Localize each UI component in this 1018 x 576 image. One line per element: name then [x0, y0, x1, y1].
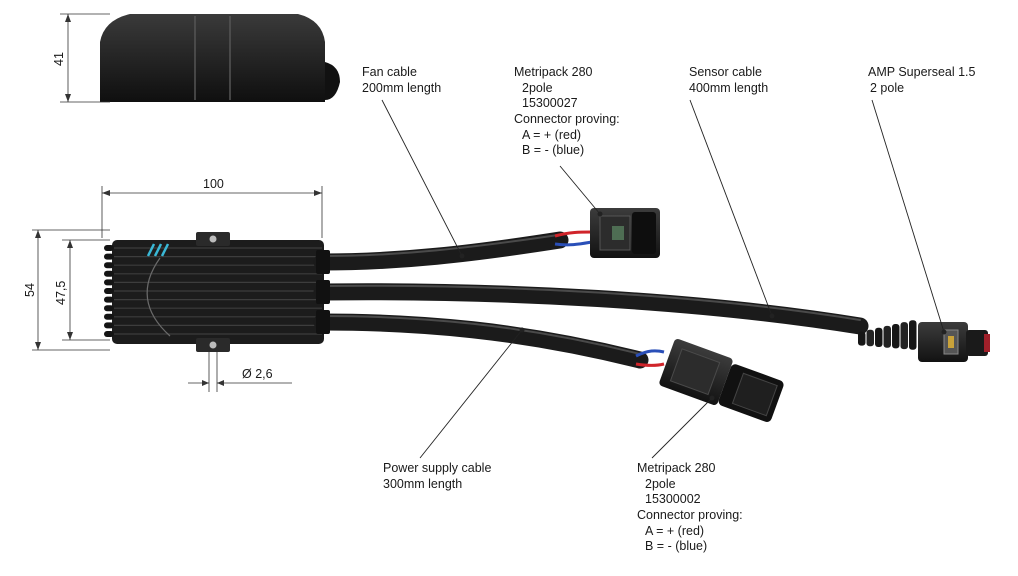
fin-end	[104, 305, 114, 312]
svg-text:Metripack 280: Metripack 280	[637, 461, 716, 475]
housing-inner-curve	[146, 257, 171, 337]
dimension-100: 100	[101, 177, 323, 238]
cyan-mark-1	[146, 243, 156, 257]
housing-fins	[108, 247, 322, 335]
mounting-hole-top	[209, 235, 217, 243]
leader-fan-cable	[381, 99, 463, 257]
svg-text:2 pole: 2 pole	[870, 81, 904, 95]
dimension-41-label: 41	[52, 52, 66, 66]
mounting-hole-bottom	[209, 341, 217, 349]
housing-side-view	[100, 14, 340, 102]
dimension-54-label: 54	[23, 283, 37, 297]
svg-text:B = - (blue): B = - (blue)	[522, 143, 584, 157]
svg-text:Connector proving:: Connector proving:	[637, 508, 743, 522]
fin-end	[104, 322, 114, 329]
svg-text:Fan cable: Fan cable	[362, 65, 417, 79]
fan-wire-blue	[554, 240, 593, 247]
fin-end	[104, 279, 114, 286]
svg-text:Power supply cable: Power supply cable	[383, 461, 491, 475]
cyan-mark-3	[160, 243, 170, 257]
label-power-cable: Power supply cable 300mm length	[383, 461, 491, 491]
dimension-100-label: 100	[203, 177, 224, 191]
fin-end	[104, 270, 114, 277]
boot-rib	[909, 320, 917, 350]
housing-top-body	[112, 240, 324, 344]
svg-text:400mm length: 400mm length	[689, 81, 768, 95]
boot-rib	[900, 322, 908, 350]
fin-end	[104, 331, 114, 337]
svg-text:2pole: 2pole	[522, 81, 553, 95]
svg-text:Metripack 280: Metripack 280	[514, 65, 593, 79]
power-wire-blue	[635, 349, 665, 358]
svg-text:200mm length: 200mm length	[362, 81, 441, 95]
boot-rib	[866, 329, 874, 347]
fin-end	[104, 245, 114, 251]
fin-end	[104, 296, 114, 303]
dimension-47-5: 47,5	[54, 239, 110, 341]
sensor-connector	[858, 320, 990, 362]
sensor-boot	[858, 320, 917, 350]
dimension-hole: Ø 2,6	[188, 352, 292, 392]
fin-end	[104, 253, 114, 260]
svg-text:15300002: 15300002	[645, 492, 701, 506]
cables	[313, 231, 869, 369]
svg-text:2pole: 2pole	[645, 477, 676, 491]
sensor-cable	[313, 283, 869, 335]
housing-side-body	[100, 14, 325, 102]
leader-lines	[381, 99, 947, 459]
cyan-mark-2	[153, 243, 163, 257]
svg-text:Sensor cable: Sensor cable	[689, 65, 762, 79]
svg-text:Connector proving:: Connector proving:	[514, 112, 620, 126]
boot-rib	[892, 324, 900, 349]
power-supply-cable	[313, 313, 649, 369]
svg-text:AMP Superseal 1.5: AMP Superseal 1.5	[868, 65, 976, 79]
boot-rib	[858, 331, 866, 346]
fin-end	[104, 262, 114, 269]
housing-fin-ends	[104, 245, 114, 337]
svg-text:A = + (red): A = + (red)	[645, 524, 704, 538]
label-fan-connector: Metripack 280 2pole 15300027 Connector p…	[514, 65, 620, 157]
fin-end	[104, 313, 114, 320]
leader-sensor-cable	[689, 99, 773, 317]
label-sensor-cable: Sensor cable 400mm length	[689, 65, 768, 95]
label-power-connector: Metripack 280 2pole 15300002 Connector p…	[637, 461, 743, 553]
boot-rib	[875, 327, 883, 347]
leader-fan-connector	[559, 165, 601, 215]
fan-connector	[554, 208, 660, 258]
dimension-47-5-label: 47,5	[54, 281, 68, 305]
dimension-hole-label: Ø 2,6	[242, 367, 273, 381]
leader-power-connector	[651, 397, 713, 459]
svg-text:15300027: 15300027	[522, 96, 578, 110]
leader-power-cable	[419, 329, 523, 459]
housing-side-plug	[325, 62, 340, 100]
label-fan-cable: Fan cable 200mm length	[362, 65, 441, 95]
dimension-41: 41	[52, 13, 110, 103]
svg-text:300mm length: 300mm length	[383, 477, 462, 491]
fan-wire-red	[554, 230, 593, 238]
boot-rib	[883, 325, 891, 348]
svg-text:A = + (red): A = + (red)	[522, 128, 581, 142]
svg-text:B = - (blue): B = - (blue)	[645, 539, 707, 553]
leader-sensor-connector	[871, 99, 945, 333]
dimension-54: 54	[23, 229, 110, 351]
power-connector	[635, 339, 784, 422]
housing-top-view	[104, 232, 324, 352]
fan-cable	[313, 231, 569, 271]
power-wire-red	[635, 362, 665, 367]
fin-end	[104, 288, 114, 294]
label-sensor-connector: AMP Superseal 1.5 2 pole	[868, 65, 976, 95]
